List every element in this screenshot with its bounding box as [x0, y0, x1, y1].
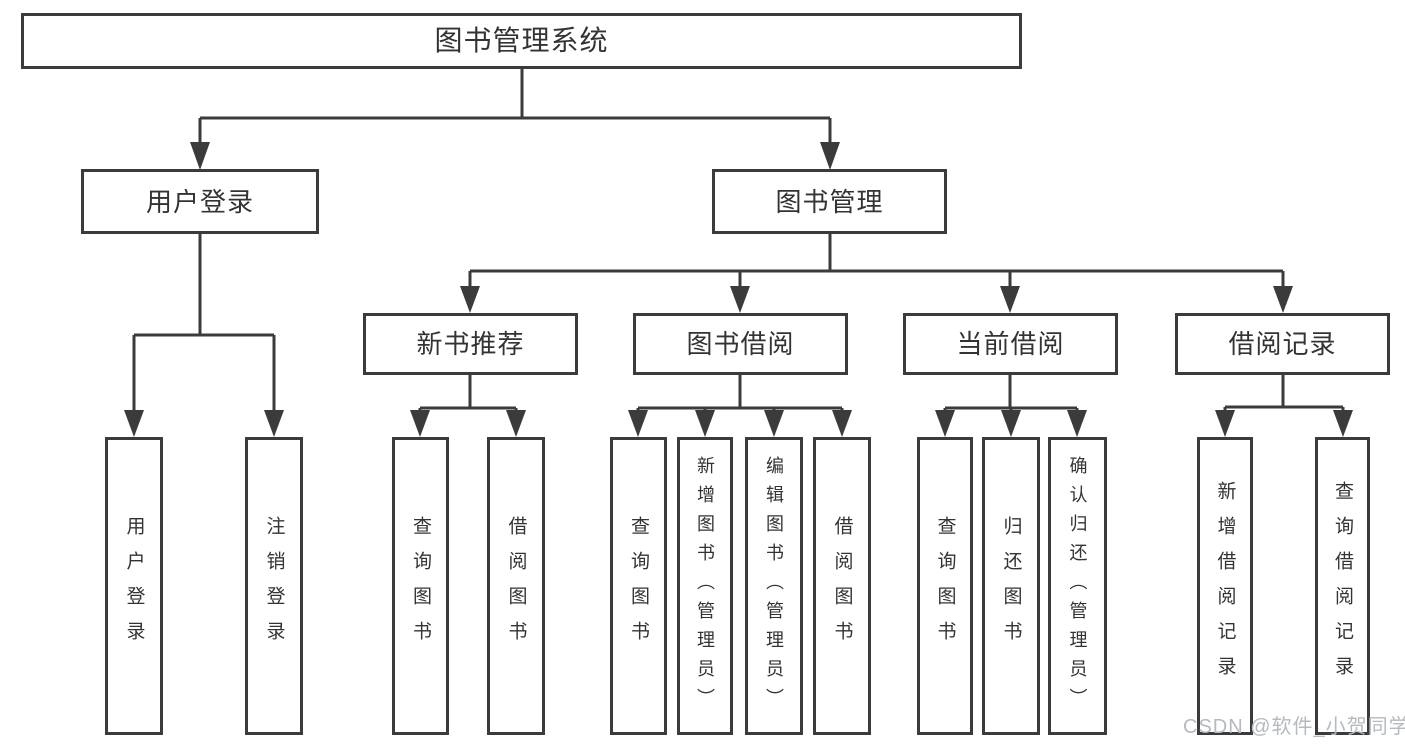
- leaf-edit-books-admin: 编辑图书（管理员）: [745, 437, 803, 735]
- node-borrowing-records: 借阅记录: [1175, 313, 1390, 375]
- node-root-label: 图书管理系统: [434, 25, 609, 56]
- leaf-logout: 注销登录: [245, 437, 303, 735]
- node-new-book-recommend: 新书推荐: [363, 313, 578, 375]
- leaf-confirm-return-admin: 确认归还（管理员）: [1048, 437, 1107, 735]
- leaf-add-books-admin-label: 新增图书（管理员）: [695, 455, 715, 717]
- leaf-borrow-books-borrow-label: 借阅图书: [831, 516, 853, 656]
- leaf-query-books-borrow: 查询图书: [610, 437, 667, 735]
- node-user-login-label: 用户登录: [145, 186, 254, 217]
- leaf-user-login: 用户登录: [105, 437, 163, 735]
- node-new-book-recommend-label: 新书推荐: [416, 329, 525, 359]
- leaf-return-books-label: 归还图书: [1000, 516, 1022, 656]
- node-current-borrowing-label: 当前借阅: [956, 329, 1065, 359]
- leaf-query-books-current: 查询图书: [917, 437, 973, 735]
- node-user-login: 用户登录: [81, 169, 319, 234]
- leaf-add-books-admin: 新增图书（管理员）: [677, 437, 733, 735]
- leaf-borrow-books-borrow: 借阅图书: [813, 437, 871, 735]
- leaf-query-borrow-record: 查询借阅记录: [1315, 437, 1370, 735]
- node-book-borrowing-label: 图书借阅: [686, 329, 795, 359]
- leaf-query-books-recommend: 查询图书: [392, 437, 449, 735]
- node-book-management-label: 图书管理: [775, 186, 884, 217]
- leaf-add-borrow-record: 新增借阅记录: [1197, 437, 1253, 735]
- leaf-add-borrow-record-label: 新增借阅记录: [1214, 481, 1236, 691]
- leaf-query-books-current-label: 查询图书: [934, 516, 956, 656]
- node-current-borrowing: 当前借阅: [903, 313, 1118, 375]
- leaf-edit-books-admin-label: 编辑图书（管理员）: [764, 455, 784, 717]
- leaf-borrow-books-recommend-label: 借阅图书: [505, 516, 527, 656]
- node-book-borrowing: 图书借阅: [633, 313, 848, 375]
- node-borrowing-records-label: 借阅记录: [1228, 329, 1337, 359]
- leaf-logout-label: 注销登录: [263, 516, 285, 656]
- leaf-query-books-borrow-label: 查询图书: [628, 516, 649, 656]
- csdn-watermark: CSDN @软件_小贺同学: [1183, 716, 1405, 738]
- leaf-borrow-books-recommend: 借阅图书: [487, 437, 545, 735]
- node-book-management: 图书管理: [712, 169, 947, 234]
- leaf-return-books: 归还图书: [982, 437, 1040, 735]
- leaf-query-borrow-record-label: 查询借阅记录: [1332, 481, 1353, 691]
- leaf-query-books-recommend-label: 查询图书: [410, 516, 431, 656]
- leaf-user-login-label: 用户登录: [123, 516, 145, 656]
- node-root: 图书管理系统: [21, 13, 1022, 69]
- leaf-confirm-return-admin-label: 确认归还（管理员）: [1067, 455, 1088, 717]
